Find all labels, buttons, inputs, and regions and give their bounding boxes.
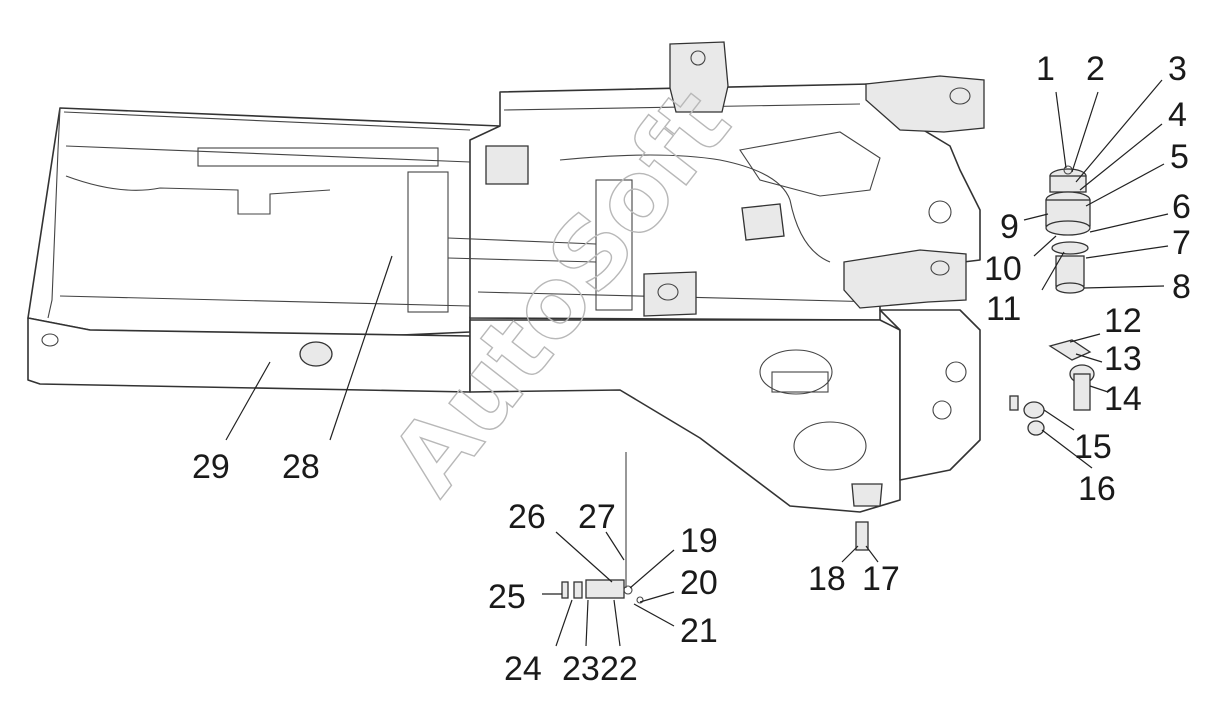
callout-labels: 1 2 3 4 5 6 7 8 9 10 11 12 13 14 15 16 1…	[192, 50, 1191, 688]
washer	[1023, 401, 1045, 419]
callout-24: 24	[504, 650, 542, 688]
callout-19: 19	[680, 522, 718, 560]
callout-27: 27	[578, 498, 616, 536]
callout-2: 2	[1086, 50, 1105, 88]
callout-17: 17	[862, 560, 900, 598]
frame-assembly	[27, 41, 985, 513]
callout-6: 6	[1172, 188, 1191, 226]
link-parts	[1009, 339, 1095, 436]
callout-7: 7	[1172, 224, 1191, 262]
hinge-plate	[879, 309, 981, 481]
kingpin-stack	[1045, 165, 1091, 294]
front-frame-side-plate	[469, 319, 901, 513]
sleeve-22	[585, 579, 625, 599]
callout-13: 13	[1104, 340, 1142, 378]
callout-4: 4	[1168, 96, 1187, 134]
callout-16: 16	[1078, 470, 1116, 508]
callout-20: 20	[680, 564, 718, 602]
callout-1: 1	[1036, 50, 1055, 88]
callout-11: 11	[986, 290, 1021, 328]
callout-14: 14	[1104, 380, 1142, 418]
cross-member-bracket	[485, 145, 529, 185]
hose-clamp	[741, 203, 785, 241]
bottom-lug	[851, 483, 883, 507]
callout-15: 15	[1074, 428, 1112, 466]
upper-mount-bracket	[669, 41, 729, 113]
callout-28: 28	[282, 448, 320, 486]
callout-26: 26	[508, 498, 546, 536]
callout-29: 29	[192, 448, 230, 486]
rear-lug	[299, 341, 333, 367]
nut	[1027, 420, 1045, 436]
callout-23: 23	[562, 650, 600, 688]
center-mount-bracket	[643, 271, 697, 317]
callout-3: 3	[1168, 50, 1187, 88]
rear-frame-section	[27, 107, 501, 337]
lower-parts	[561, 452, 869, 604]
leader-lines	[225, 79, 1169, 647]
callout-10: 10	[984, 250, 1022, 288]
callout-9: 9	[1000, 208, 1019, 246]
lower-hinge-arm	[843, 249, 967, 309]
callout-22: 22	[600, 650, 638, 688]
callout-12: 12	[1104, 302, 1142, 340]
callout-8: 8	[1172, 268, 1191, 306]
callout-18: 18	[808, 560, 846, 598]
callout-5: 5	[1170, 138, 1189, 176]
upper-hinge-arm	[865, 75, 985, 133]
callout-21: 21	[680, 612, 718, 650]
callout-25: 25	[488, 578, 526, 616]
bolt-17	[855, 521, 869, 551]
